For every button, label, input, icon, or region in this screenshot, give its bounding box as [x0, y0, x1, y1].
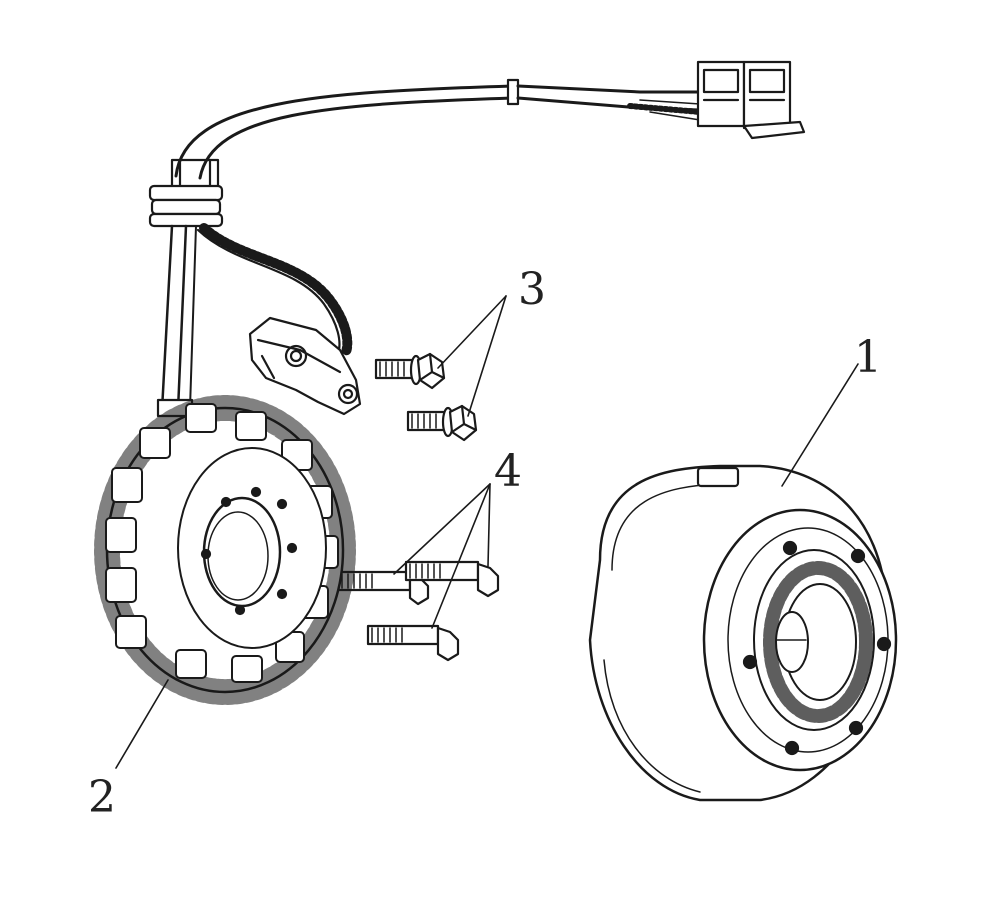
bolt-long-left: [336, 570, 430, 606]
stator-assembly: [94, 395, 356, 705]
flywheel-rotor: [588, 464, 898, 802]
wiring-harness: [174, 78, 703, 180]
bolt-lower: [406, 404, 478, 442]
bolt-long-right: [404, 560, 500, 598]
harness-connector: [696, 60, 806, 140]
callout-2-stator: 2: [88, 772, 116, 823]
pulser-coil: [248, 316, 362, 416]
callout-4-flywheel-bolts: 4: [494, 446, 522, 497]
bolt-long-lower: [366, 624, 460, 662]
leader-lines: [115, 295, 859, 769]
bolt-upper: [374, 352, 446, 390]
pickup-cable: [196, 223, 353, 357]
callout-3-stator-bolts: 3: [518, 264, 546, 315]
harness-grommet: [148, 158, 224, 228]
stator-leads: [156, 224, 197, 418]
callout-1-flywheel: 1: [854, 332, 882, 383]
